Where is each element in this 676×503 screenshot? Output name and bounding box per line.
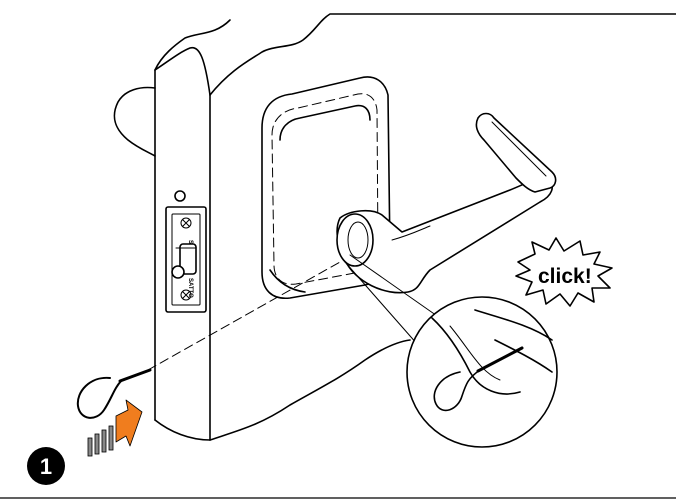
back-lever xyxy=(113,86,156,157)
door-edge-bottom xyxy=(154,419,211,441)
door-edge-top-curl xyxy=(154,19,231,71)
door-hole xyxy=(174,190,186,202)
door xyxy=(113,13,676,441)
click-starburst: click! xyxy=(515,237,613,307)
pin-loop xyxy=(76,376,123,419)
latch-screw-top xyxy=(180,217,192,229)
zoom-pin-shaft xyxy=(476,346,524,373)
door-face xyxy=(209,13,676,96)
latch-screw-bottom xyxy=(180,289,192,301)
callout-connector-bottom xyxy=(344,261,419,346)
zoom-hub-detail xyxy=(449,325,501,381)
latch-plate-label-bottom: SATTO xyxy=(187,278,193,298)
step-number: 1 xyxy=(40,454,52,479)
step-badge xyxy=(27,447,65,485)
callout-connector-top xyxy=(349,254,441,319)
lever-hub xyxy=(336,213,374,267)
lever-arm-edge xyxy=(491,121,547,177)
alignment-line xyxy=(147,261,341,371)
zoom-circle xyxy=(406,296,558,448)
arrow-body xyxy=(115,399,143,447)
latch-bolt xyxy=(179,243,197,275)
pin-tool-icon xyxy=(76,368,152,419)
number-circle-icon: 1 xyxy=(27,447,65,485)
door-face-bottom-edge xyxy=(209,339,411,441)
lever-handle xyxy=(336,112,557,294)
pin-shaft xyxy=(118,368,152,383)
zoom-detail xyxy=(406,296,558,448)
click-text: click! xyxy=(538,265,592,288)
starburst-shape xyxy=(515,237,613,307)
lever-hub-inner xyxy=(347,221,369,259)
rose-side xyxy=(269,269,306,293)
zoom-lever-curve-2 xyxy=(494,339,553,373)
rose-bevel xyxy=(279,104,371,141)
arrow-trail-3 xyxy=(101,429,107,453)
arrow-trail-2 xyxy=(94,433,100,455)
door-edge-top xyxy=(154,46,211,96)
zoom-pin-loop xyxy=(433,369,481,412)
arrow-trail-4 xyxy=(108,425,114,451)
latch-faceplate-inner xyxy=(171,213,201,306)
latch-bolt-end xyxy=(171,265,185,279)
lever-arm xyxy=(475,112,557,193)
zoom-lever-curve xyxy=(474,309,553,341)
zoom-hub-curve xyxy=(431,317,521,395)
orange-arrow-icon xyxy=(87,399,143,457)
latch-assembly: SATTO SATTO xyxy=(165,190,207,313)
arrow-trail-1 xyxy=(87,437,93,457)
